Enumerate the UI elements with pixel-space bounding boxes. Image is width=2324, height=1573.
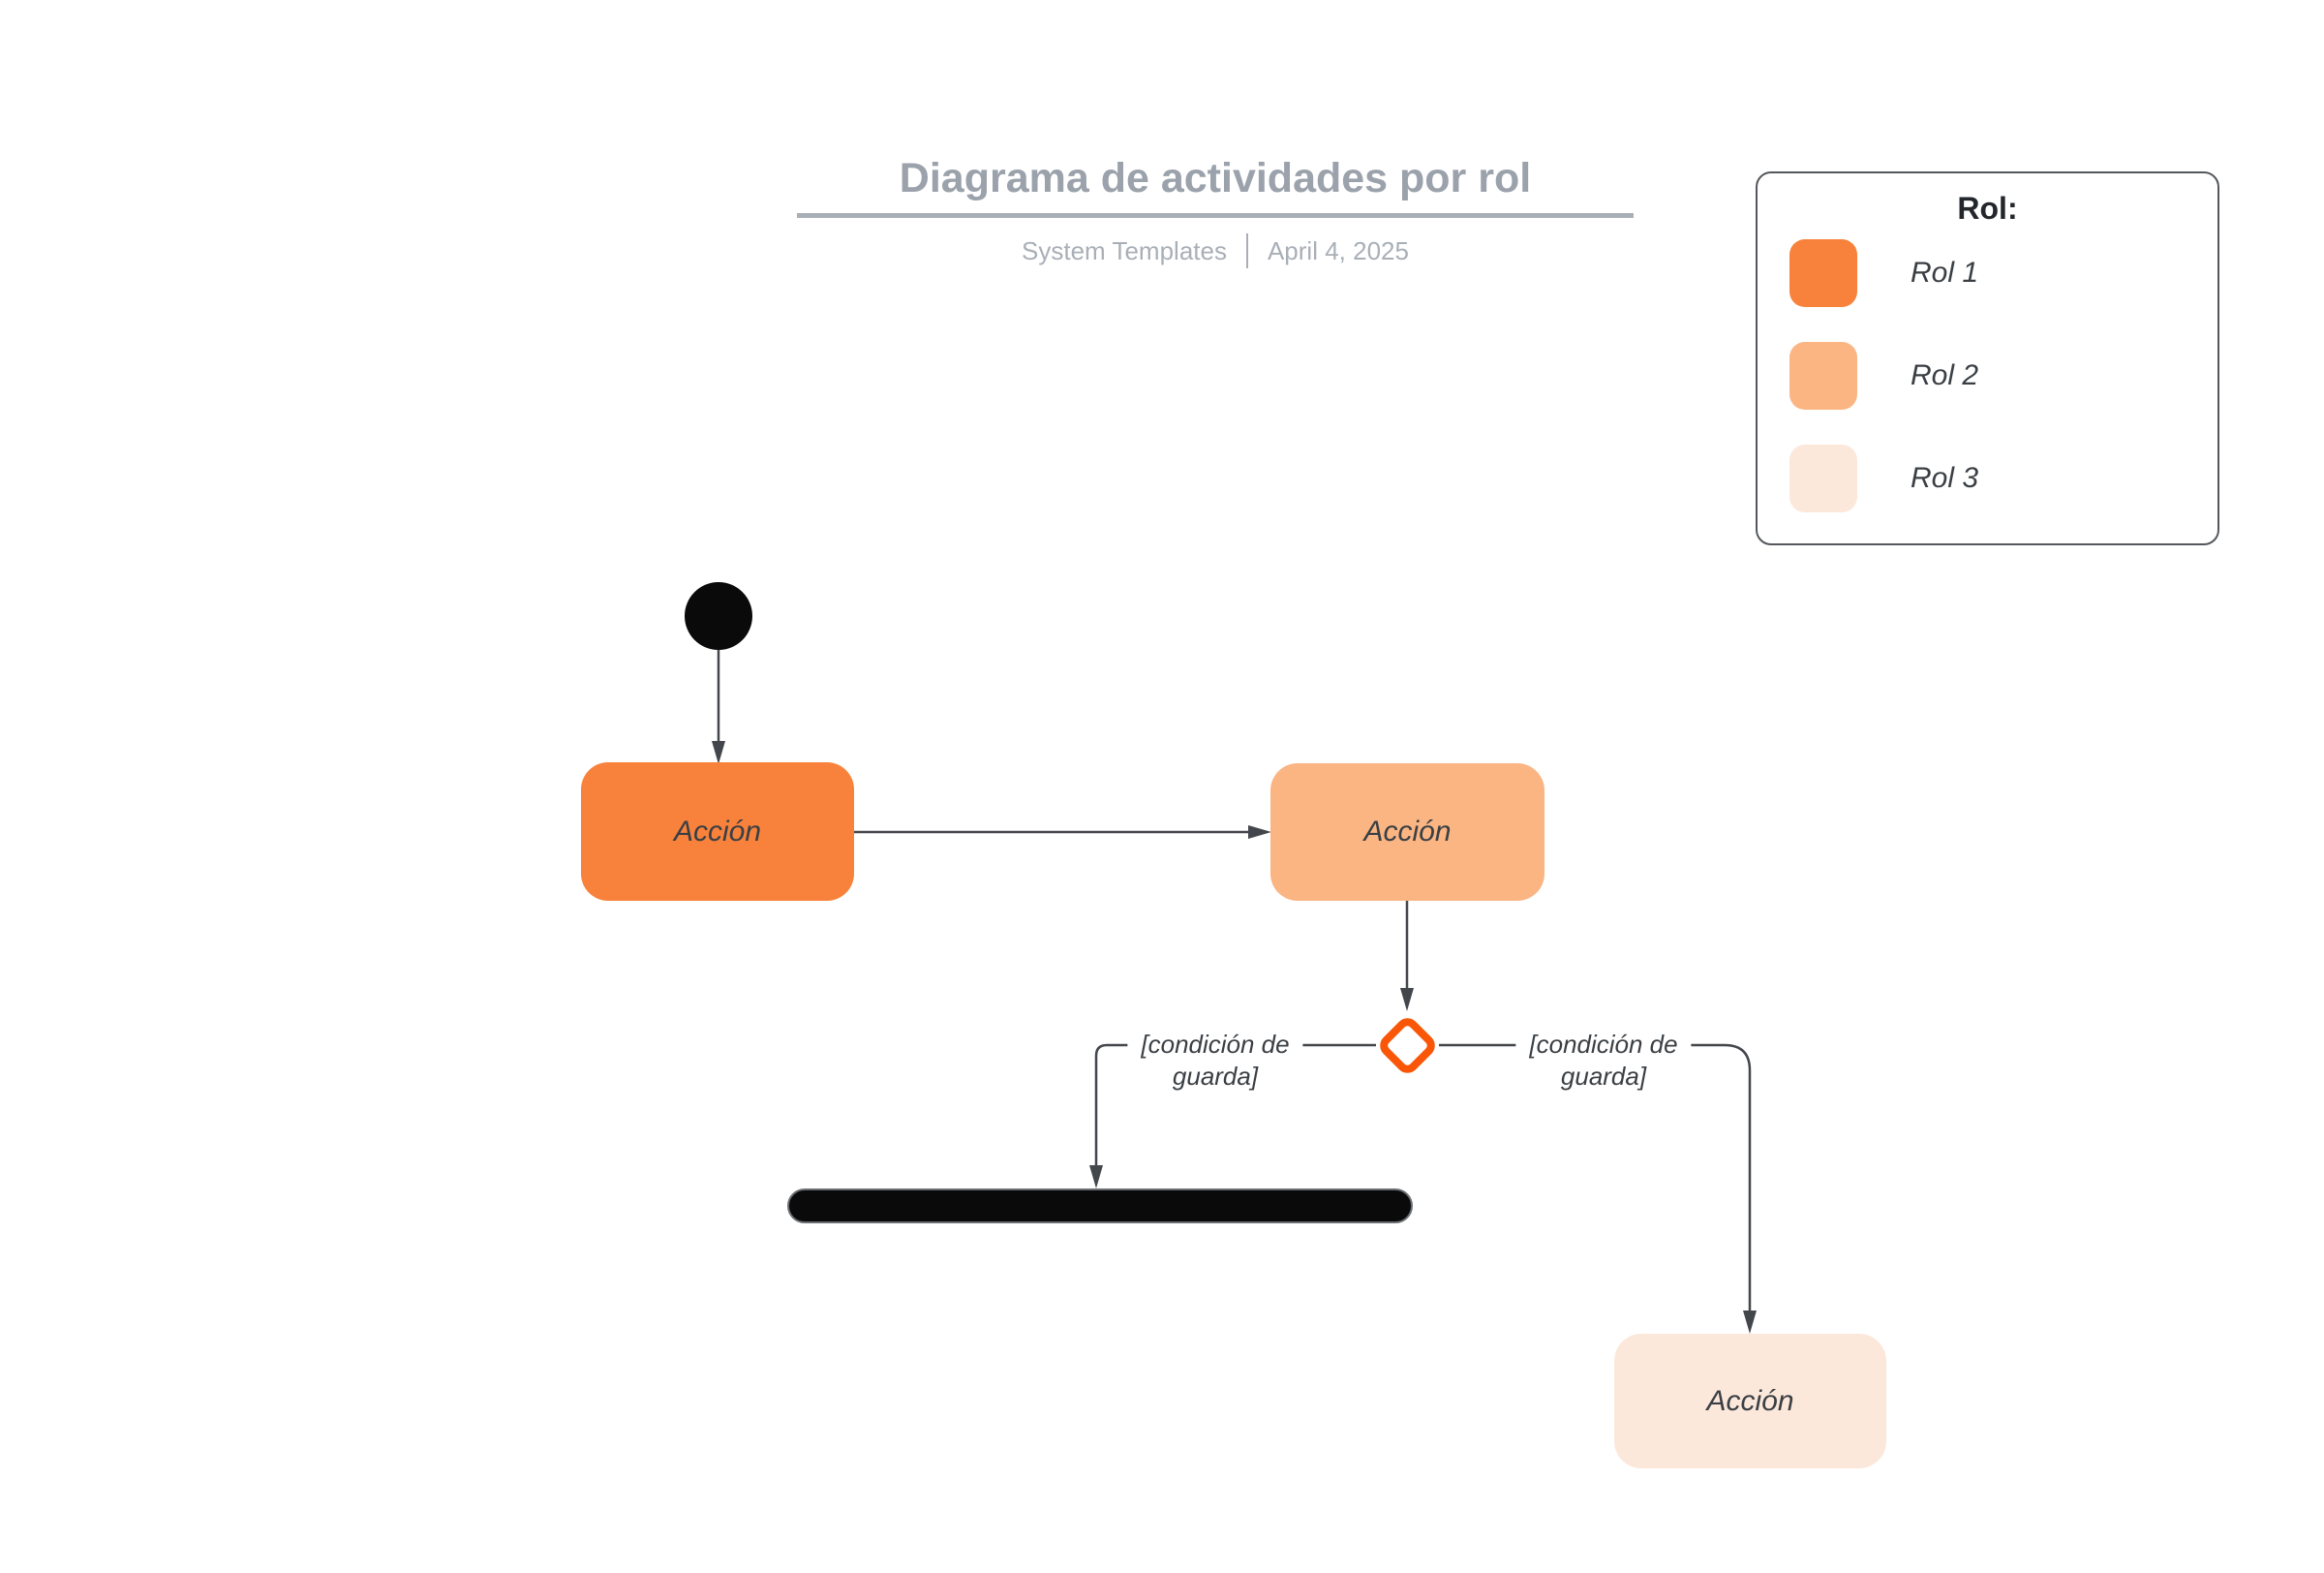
legend-title: Rol: <box>1957 191 2018 226</box>
guard-label-line1: [condición de <box>1141 1030 1290 1059</box>
edge-action2-to-decision[interactable] <box>1400 901 1414 1011</box>
edge-decision-to-action3[interactable] <box>1439 1043 1757 1334</box>
initial-node[interactable] <box>685 582 752 650</box>
role-legend[interactable]: Rol: Rol 1 Rol 2 Rol 3 <box>1756 171 2219 545</box>
legend-label-rol2: Rol 2 <box>1911 359 1979 391</box>
action-node-rol2[interactable]: Acción <box>1270 763 1544 901</box>
legend-swatch-rol2 <box>1789 342 1857 410</box>
legend-label-rol1: Rol 1 <box>1911 257 1979 289</box>
guard-label-line1: [condición de <box>1529 1030 1678 1059</box>
action-node-label: Acción <box>1706 1384 1794 1417</box>
join-bar-node[interactable] <box>787 1188 1413 1223</box>
subtitle-divider <box>1245 233 1248 268</box>
edge-decision-to-join[interactable] <box>1089 1043 1376 1188</box>
edge-initial-to-action1[interactable] <box>712 650 725 764</box>
legend-item-rol1: Rol 1 <box>1789 239 2177 307</box>
action-node-rol1[interactable]: Acción <box>581 762 854 901</box>
guard-label-line2: guarda] <box>1172 1062 1259 1091</box>
subtitle-date: April 4, 2025 <box>1267 235 1409 265</box>
diagram-subtitle: System Templates April 4, 2025 <box>797 233 1634 268</box>
guard-condition-label-left[interactable]: [condición de guarda] <box>1127 1025 1303 1096</box>
legend-item-rol2: Rol 2 <box>1789 342 2177 410</box>
legend-swatch-rol1 <box>1789 239 1857 307</box>
action-node-label: Acción <box>673 815 762 848</box>
legend-item-rol3: Rol 3 <box>1789 445 2177 512</box>
diagram-header: Diagrama de actividades por rol System T… <box>797 153 1634 268</box>
action-node-rol3[interactable]: Acción <box>1614 1334 1886 1468</box>
title-underline <box>797 213 1634 218</box>
guard-label-line2: guarda] <box>1560 1062 1647 1091</box>
edge-action1-to-action2[interactable] <box>854 825 1271 839</box>
action-node-label: Acción <box>1363 816 1452 848</box>
legend-label-rol3: Rol 3 <box>1911 462 1979 494</box>
legend-swatch-rol3 <box>1789 445 1857 512</box>
page-title: Diagrama de actividades por rol <box>899 155 1532 201</box>
subtitle-product: System Templates <box>1022 235 1227 265</box>
guard-condition-label-right[interactable]: [condición de guarda] <box>1515 1025 1692 1096</box>
